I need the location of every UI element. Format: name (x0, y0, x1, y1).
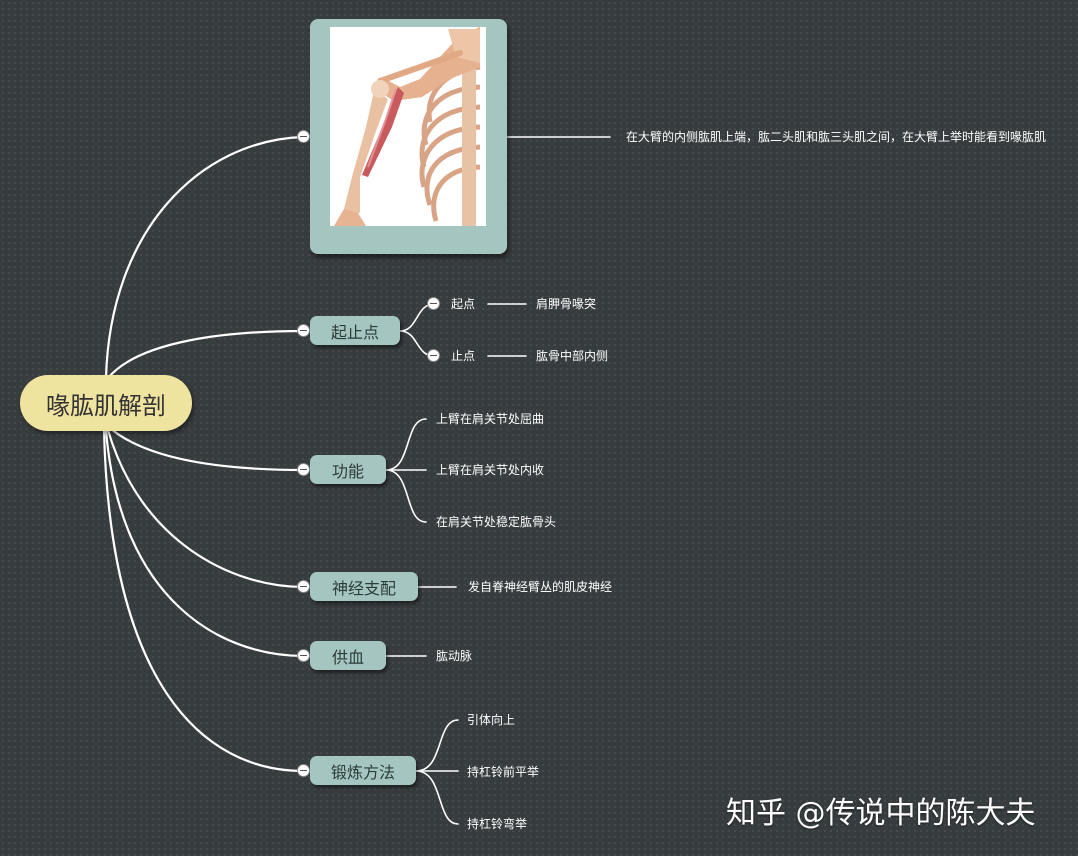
collapse-toggle-origin-insertion[interactable] (298, 325, 309, 336)
collapse-toggle-blood[interactable] (298, 650, 309, 661)
function-item: 在肩关节处稳定肱骨头 (436, 515, 557, 529)
exercise-item: 持杠铃前平举 (467, 765, 540, 779)
branch-blood-supply[interactable]: 供血 (310, 641, 386, 670)
collapse-toggle-exercise[interactable] (298, 765, 309, 776)
watermark: 知乎 @传说中的陈大夫 (726, 796, 1036, 831)
collapse-toggle-insertion[interactable] (428, 350, 439, 361)
insertion-label: 止点 (451, 349, 476, 363)
origin-label: 起点 (451, 297, 476, 311)
origin-value: 肩胛骨喙突 (536, 297, 597, 311)
branch-nerve[interactable]: 神经支配 (310, 572, 418, 601)
exercise-item: 持杠铃弯举 (467, 817, 528, 831)
function-item: 上臂在肩关节处屈曲 (436, 412, 545, 426)
collapse-toggle-nerve[interactable] (298, 581, 309, 592)
branch-origin-insertion[interactable]: 起止点 (310, 316, 400, 345)
image-node[interactable] (310, 19, 507, 254)
branch-exercise[interactable]: 锻炼方法 (310, 756, 416, 785)
function-item: 上臂在肩关节处内收 (436, 463, 545, 477)
blood-item: 肱动脉 (436, 649, 473, 663)
branch-function[interactable]: 功能 (310, 455, 386, 484)
collapse-toggle-image[interactable] (298, 131, 309, 142)
nerve-item: 发自脊神经臂丛的肌皮神经 (468, 580, 613, 594)
shoulder-skeleton-illustration (334, 27, 481, 226)
insertion-value: 肱骨中部内侧 (536, 349, 609, 363)
collapse-toggle-function[interactable] (298, 464, 309, 475)
anatomy-image (330, 27, 486, 226)
exercise-item: 引体向上 (467, 713, 516, 727)
image-note: 在大臂的内侧肱肌上端，肱二头肌和肱三头肌之间，在大臂上举时能看到喙肱肌 (626, 130, 1047, 144)
root-topic[interactable]: 喙肱肌解剖 (20, 375, 192, 431)
collapse-toggle-origin[interactable] (428, 298, 439, 309)
